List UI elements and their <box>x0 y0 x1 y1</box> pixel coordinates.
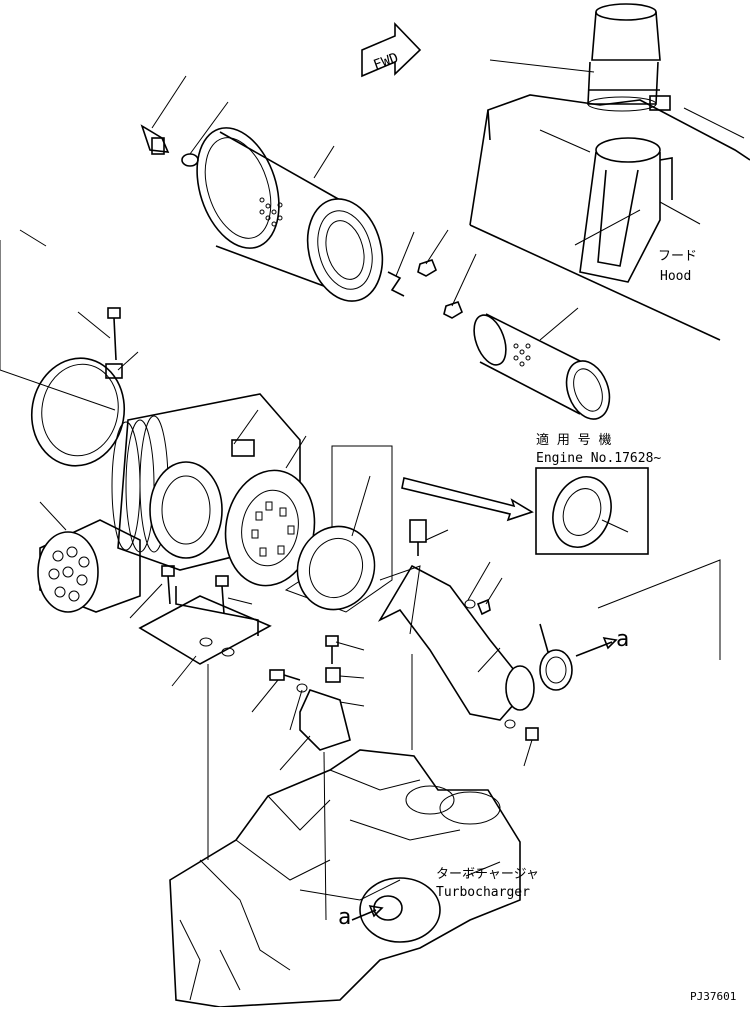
mounting-bracket <box>138 565 272 665</box>
air-cleaner-body <box>111 393 316 587</box>
pre-cleaner-cap <box>587 3 671 112</box>
clamp-bolt <box>105 307 123 379</box>
drawing-number: PJ37601 <box>690 990 736 1003</box>
forward-arrow-icon: FWD <box>361 22 422 78</box>
turbo-label-jp: ターボチャージャ <box>436 867 539 882</box>
applicable-box: 適 用 号 機 Engine No.17628~ <box>535 432 661 555</box>
hood-label-jp: フード <box>658 249 697 264</box>
support-bracket <box>269 635 351 751</box>
turbo-inlet-marker: a <box>338 904 384 930</box>
gasket-frame <box>284 445 393 613</box>
dust-cap <box>37 519 141 613</box>
applicable-jp: 適 用 号 機 <box>536 432 611 448</box>
nut-2 <box>443 301 463 319</box>
connector-label-bottom: a <box>338 905 351 930</box>
nut-1 <box>417 259 437 277</box>
outlet-elbow <box>377 519 535 721</box>
clip <box>387 271 405 297</box>
outer-filter-element <box>196 127 384 302</box>
hood-panel <box>469 94 750 341</box>
turbo-label-en: Turbocharger <box>436 885 530 900</box>
engine-block <box>169 749 521 1008</box>
reference-arrow <box>401 477 534 522</box>
outline-frame <box>0 240 721 750</box>
hood-label-en: Hood <box>660 269 691 284</box>
wing-nut <box>140 124 199 167</box>
fwd-label: FWD <box>371 50 400 74</box>
leader-lines <box>19 59 745 921</box>
inner-filter-element <box>473 313 611 420</box>
washer-nut <box>464 598 539 741</box>
connector-label-top: a <box>616 627 629 652</box>
band-clamp <box>30 357 126 467</box>
hose-clamp: a <box>539 623 629 691</box>
applicable-en: Engine No.17628~ <box>536 451 661 466</box>
intake-duct <box>579 137 673 283</box>
